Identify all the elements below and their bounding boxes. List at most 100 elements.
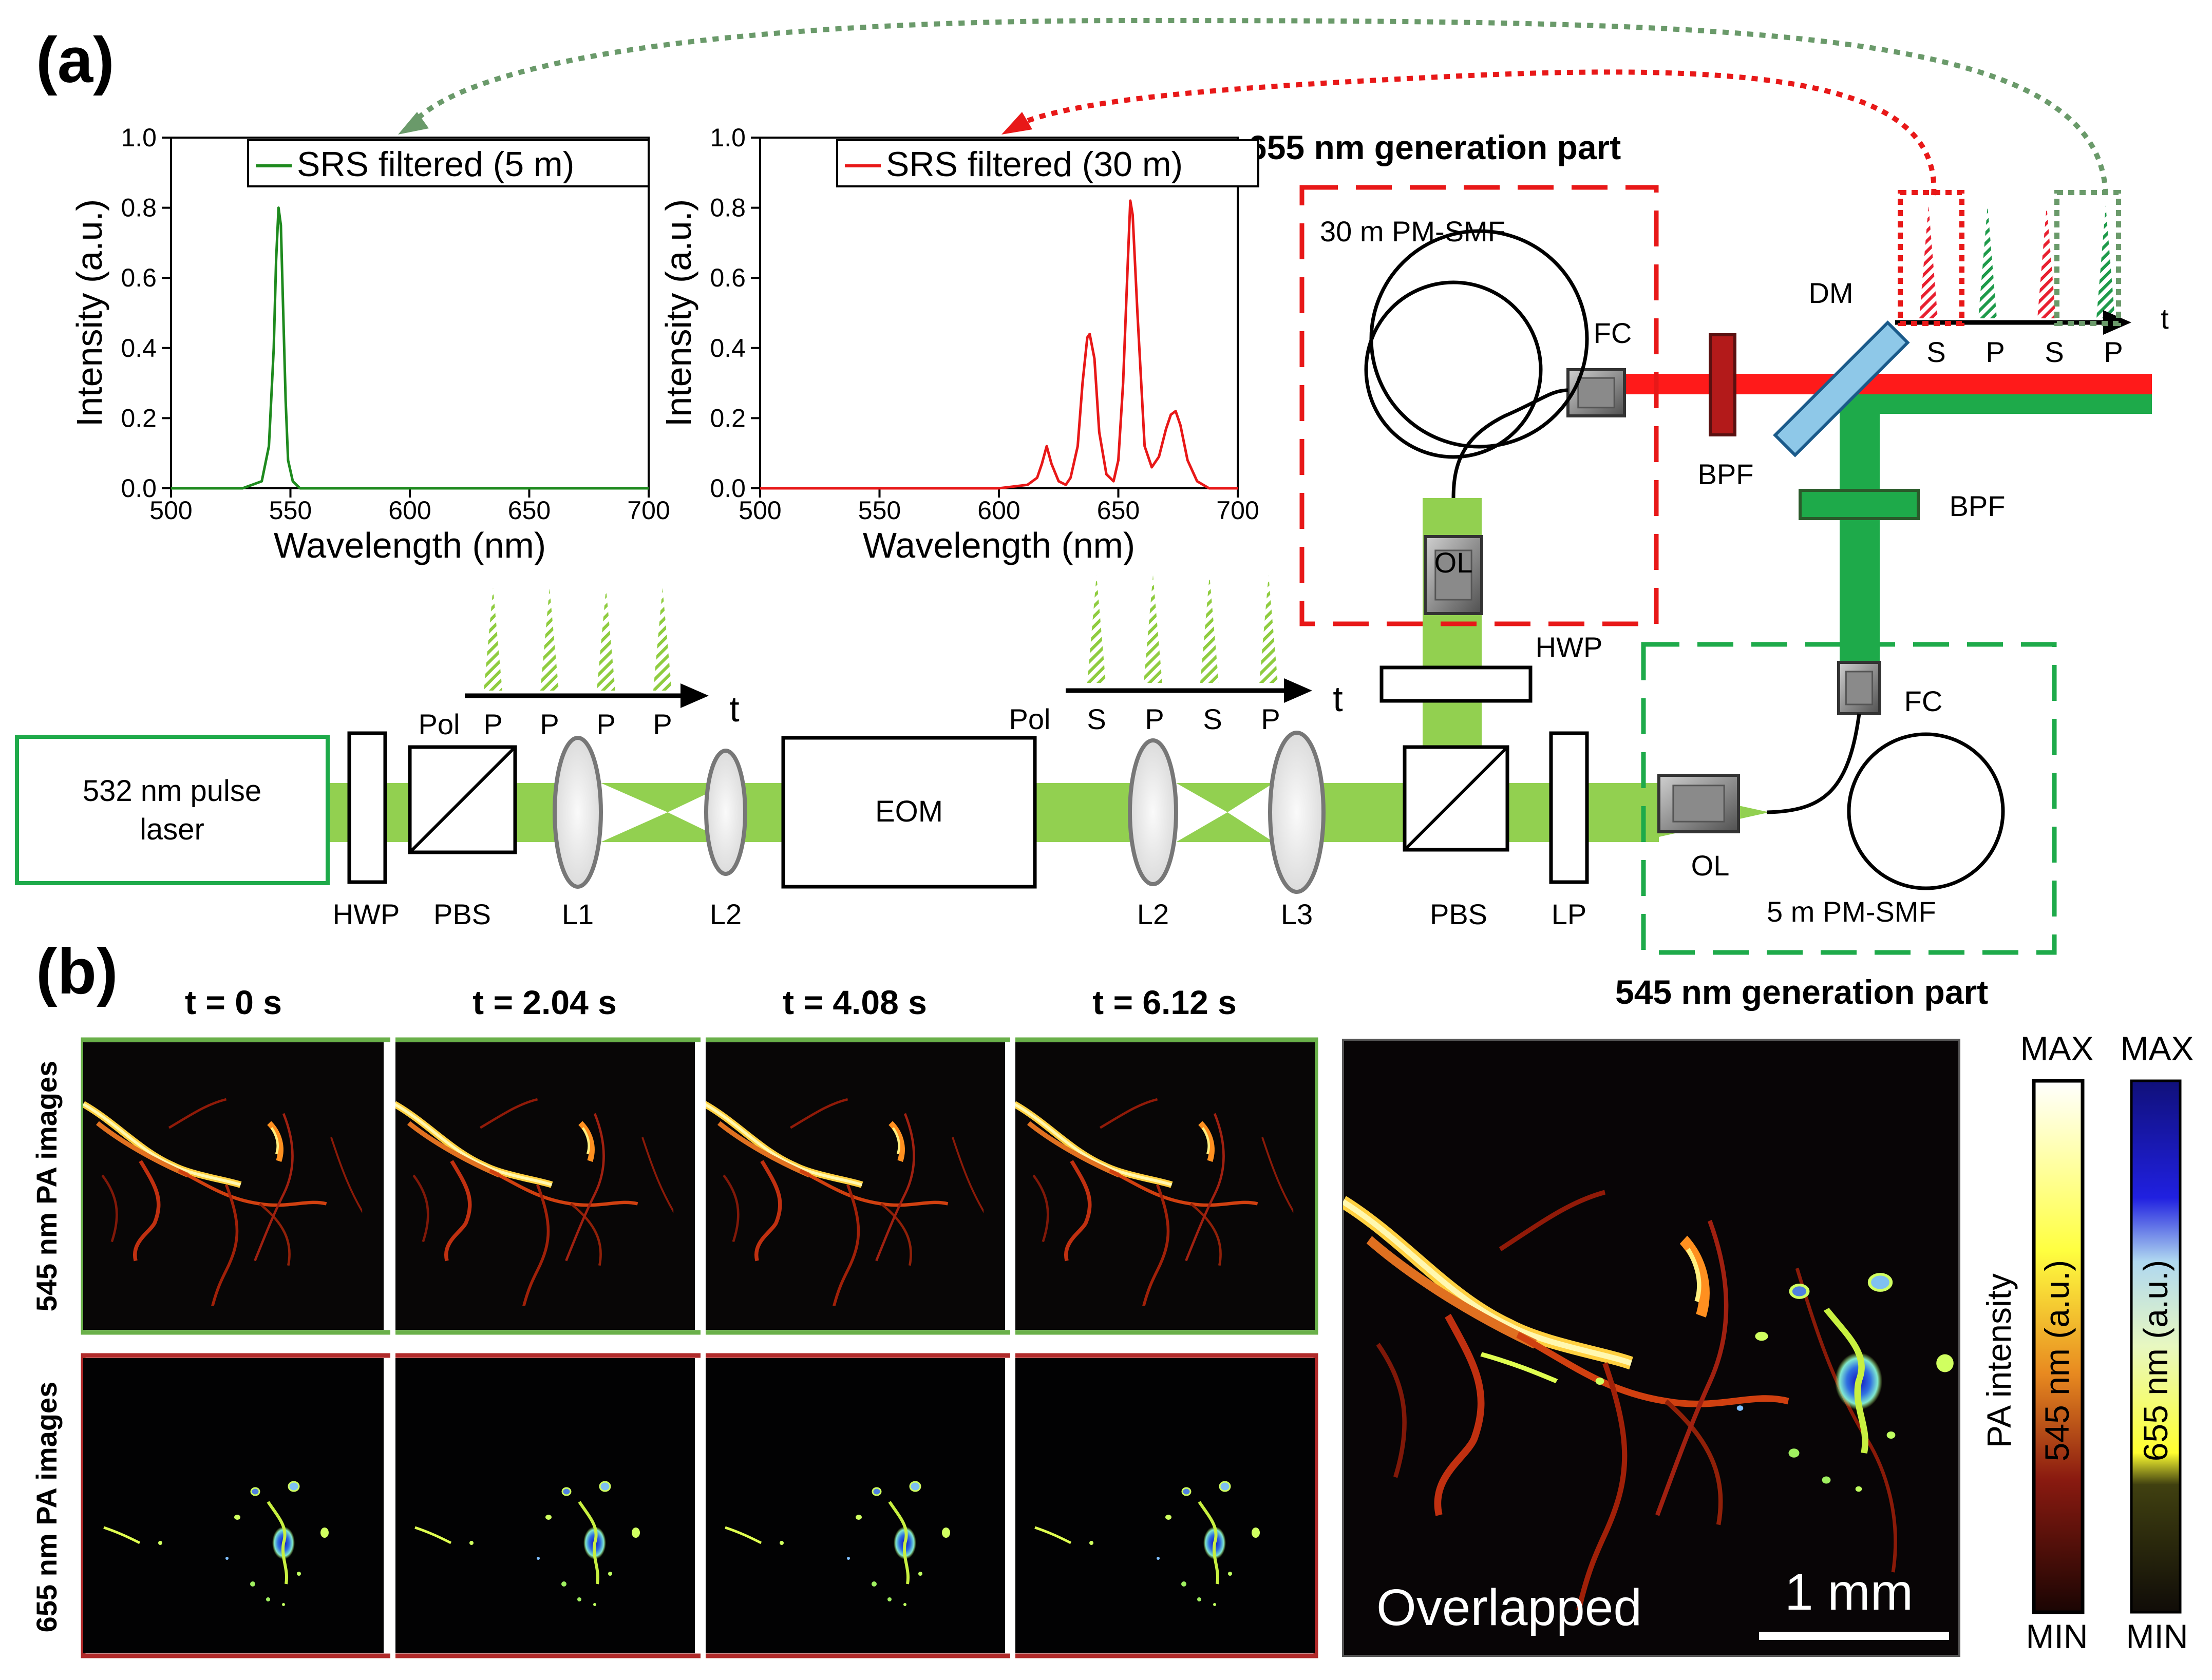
label-ol: OL [1434, 546, 1473, 579]
time-label-3: t = 4.08 s [783, 983, 927, 1021]
label-fc: FC [1904, 685, 1943, 717]
plot-frame [759, 137, 1239, 489]
tile-separator-2 [701, 1037, 706, 1658]
series-line [171, 206, 649, 490]
lens-l3 [1268, 731, 1326, 894]
y-tick-label: 0.6 [710, 263, 746, 292]
colorbar-545 [2032, 1079, 2085, 1614]
pulse-train-3-p1 [1978, 205, 1997, 318]
pulse-label-1: P [653, 708, 672, 740]
pulse-train-3-s2 [2037, 205, 2056, 318]
pulse-label-3: S [1926, 336, 1945, 368]
tile-separator-1 [390, 1037, 395, 1658]
lens-l2a [704, 749, 747, 876]
label-dm: DM [1808, 277, 1853, 309]
cb655-max: MAX [2120, 1029, 2194, 1067]
scalebar-label: 1 mm [1785, 1563, 1913, 1621]
box-655-part [1299, 185, 1659, 626]
eom-box [781, 736, 1037, 889]
fiber-30-coil-1 [1369, 229, 1589, 449]
x-tick-label: 500 [149, 496, 192, 525]
pulse-train-1-pulse [597, 588, 615, 691]
fiber-30-coil-2 [1364, 280, 1543, 459]
x-tick-label: 650 [1097, 496, 1140, 525]
fiber-30-lead [1451, 388, 1568, 499]
pulse-label-1: P [540, 708, 559, 740]
beam-focus-gap-1 [601, 783, 668, 842]
pulse-train-2-pulse [1144, 575, 1162, 683]
time-axis-3-label: t [2161, 302, 2169, 335]
bpf-red [1709, 333, 1736, 436]
time-axis-1-head [680, 683, 709, 708]
pulse-train-2-pulse [1087, 575, 1106, 683]
legend-box [247, 139, 650, 187]
label-lp: LP [1552, 898, 1587, 930]
label-l3: L3 [1281, 898, 1313, 930]
pulse-label-3: P [2104, 336, 2123, 368]
label-bpf: BPF [1698, 458, 1754, 490]
cb545-min: MIN [2026, 1617, 2088, 1655]
label-l2: L2 [1137, 898, 1169, 930]
arrowhead-green [398, 112, 429, 135]
y-tick-label: 0.4 [121, 334, 157, 362]
hwp-2 [1379, 665, 1533, 703]
arrowhead-red [1001, 112, 1032, 135]
row-655-label: 655 nm PA images [30, 1382, 63, 1633]
overlap-label: Overlapped [1376, 1579, 1642, 1636]
pbs-1-diagonal [408, 746, 517, 854]
colorbar-655 [2130, 1079, 2182, 1614]
tile-655-3 [705, 1358, 1005, 1653]
pulse-train-2-pulse [1200, 575, 1219, 683]
tile-655-1 [83, 1358, 384, 1653]
panel-b-label: (b) [36, 936, 118, 1007]
y-tick-label: 0.6 [121, 263, 157, 292]
pulse-label-2: S [1203, 703, 1222, 735]
row-545-label: 545 nm PA images [30, 1061, 63, 1312]
box-545-part [1641, 642, 2057, 955]
fiber-5-coil [1847, 732, 2005, 890]
bpf-green [1799, 489, 1920, 520]
fiber-coupler-2-face [1845, 671, 1874, 705]
legend-box [836, 139, 1259, 187]
scalebar [1759, 1632, 1949, 1640]
y-tick-label: 0.0 [121, 474, 157, 503]
label-l2: L2 [710, 898, 742, 930]
pulse-label-1: P [596, 708, 615, 740]
colorbar-title: PA intensity [1980, 1273, 2018, 1448]
pulse-train-1-pulse [540, 588, 559, 691]
pulse-label-3: S [2045, 336, 2064, 368]
label-pbs: PBS [1430, 898, 1487, 930]
part-545-label: 545 nm generation part [1615, 973, 1988, 1011]
time-axis-2-label: t [1333, 679, 1343, 719]
x-tick-label: 700 [627, 496, 670, 525]
tile-655-2 [394, 1358, 695, 1653]
beam-focus-gap-2 [1176, 783, 1227, 842]
time-axis-2-head [1284, 678, 1312, 703]
feedback-arrow-green [409, 17, 2108, 196]
x-tick-label: 550 [269, 496, 312, 525]
x-tick-label: 550 [858, 496, 901, 525]
time-label-2: t = 2.04 s [472, 983, 617, 1021]
cb545-max: MAX [2020, 1029, 2093, 1067]
laser-box [15, 735, 330, 885]
lp-plate [1549, 731, 1589, 884]
label-hwp: HWP [333, 898, 400, 930]
x-axis-label: Wavelength (nm) [274, 525, 546, 565]
x-tick-label: 600 [388, 496, 431, 525]
fiber-30-label: 30 m PM-SMF [1320, 215, 1505, 247]
cb545-label: 545 nm (a.u.) [2038, 1260, 2076, 1462]
legend-label: SRS filtered (5 m) [297, 145, 574, 184]
select-box-p [2054, 190, 2121, 326]
y-tick-label: 0.4 [710, 334, 746, 362]
plot-frame [170, 137, 650, 489]
tile-655-4 [1014, 1358, 1315, 1653]
pulse-train-3-p2 [2096, 205, 2115, 318]
cb655-min: MIN [2126, 1617, 2188, 1655]
pbs-2-diagonal [1403, 746, 1509, 851]
x-tick-label: 700 [1216, 496, 1259, 525]
objective-lens-1-face [1434, 549, 1472, 601]
select-box-s [1898, 190, 1964, 326]
objective-lens-2-face [1672, 785, 1725, 823]
